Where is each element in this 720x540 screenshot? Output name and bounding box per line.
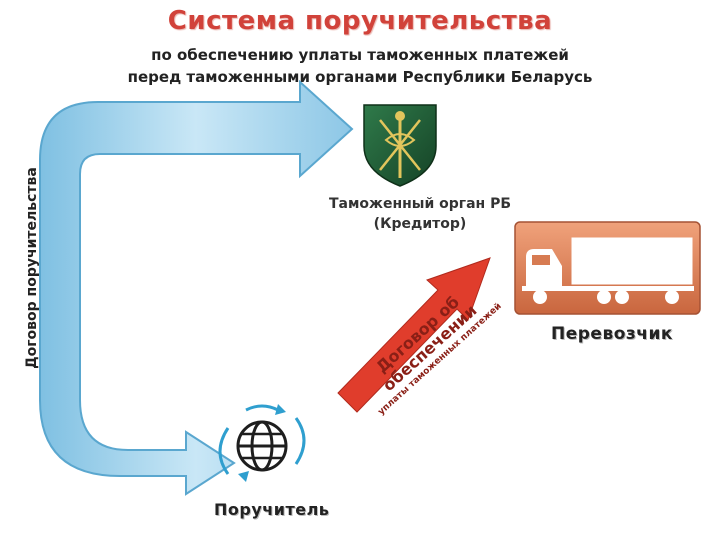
guarantor-label: Поручитель xyxy=(214,500,330,519)
slide-subtitle-line2: перед таможенными органами Республики Бе… xyxy=(127,68,593,86)
slide-subtitle-line1: по обеспечению уплаты таможенных платеже… xyxy=(151,46,569,64)
truck-icon xyxy=(514,221,701,315)
carrier-label: Перевозчик xyxy=(551,324,673,344)
customs-authority-label: Таможенный орган РБ (Кредитор) xyxy=(300,194,540,234)
customs-authority-name: Таможенный орган РБ xyxy=(328,196,512,212)
guarantee-contract-arrow xyxy=(337,257,491,413)
customs-authority-role: (Кредитор) xyxy=(373,216,467,232)
customs-emblem-icon xyxy=(363,104,437,187)
contract-flow-arrow xyxy=(39,79,354,496)
side-label-guarantee-contract: Договор поручительства xyxy=(24,167,40,369)
slide-title: Система поручительства xyxy=(167,6,553,36)
globe-icon xyxy=(218,404,306,482)
